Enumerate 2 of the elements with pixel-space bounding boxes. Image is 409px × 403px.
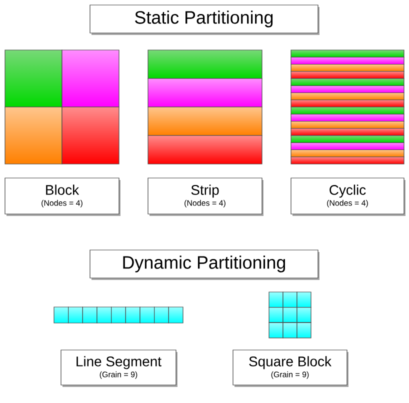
heading-box: Static Partitioning — [90, 4, 320, 35]
heading-box: Dynamic Partitioning — [90, 250, 320, 280]
